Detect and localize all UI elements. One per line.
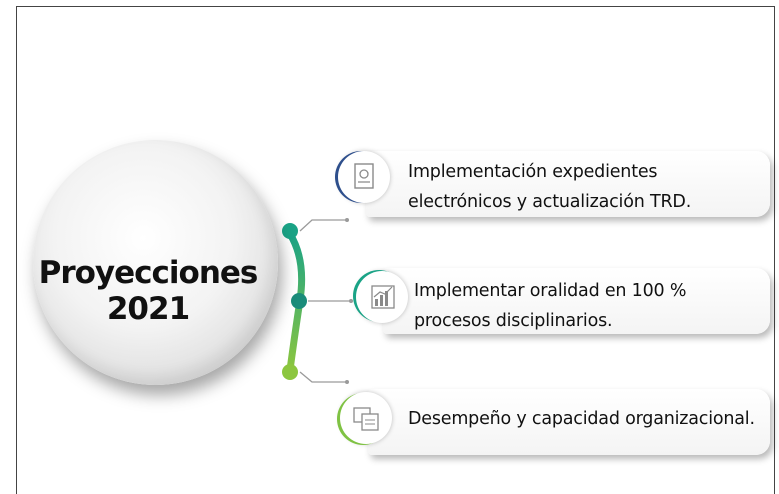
node-3	[282, 364, 298, 380]
hub-title-line2: 2021	[106, 291, 190, 327]
connector-1	[299, 219, 346, 232]
item-text-1-line1: Implementación expedientes	[408, 162, 658, 182]
slide-frame	[16, 6, 775, 494]
hub-circle	[33, 140, 278, 385]
item-card-1	[366, 151, 770, 217]
folder-icon	[353, 407, 379, 431]
document-icon	[354, 163, 374, 189]
item-text-1-line2: electrónicos y actualización TRD.	[408, 192, 692, 212]
item-text-3-line1: Desempeño y capacidad organizacional.	[408, 409, 755, 429]
node-1	[282, 223, 298, 239]
hub-title-line1: Proyecciones	[38, 255, 259, 291]
hub-title: Proyecciones 2021	[33, 255, 263, 327]
item-badge-3	[340, 392, 392, 444]
bar-chart-icon	[371, 285, 395, 309]
item-card-2	[383, 268, 770, 334]
item-text-3: Desempeño y capacidad organizacional.	[408, 404, 755, 434]
item-text-2: Implementar oralidad en 100 % procesos d…	[414, 276, 686, 336]
node-2	[291, 293, 307, 309]
item-text-1: Implementación expedientes electrónicos …	[408, 157, 691, 217]
item-text-2-line2: procesos disciplinarios.	[414, 311, 613, 331]
item-badge-2	[356, 271, 408, 323]
connector-3	[299, 371, 346, 383]
item-text-2-line1: Implementar oralidad en 100 %	[414, 281, 687, 301]
item-badge-1	[338, 151, 390, 203]
item-card-3	[368, 389, 770, 455]
